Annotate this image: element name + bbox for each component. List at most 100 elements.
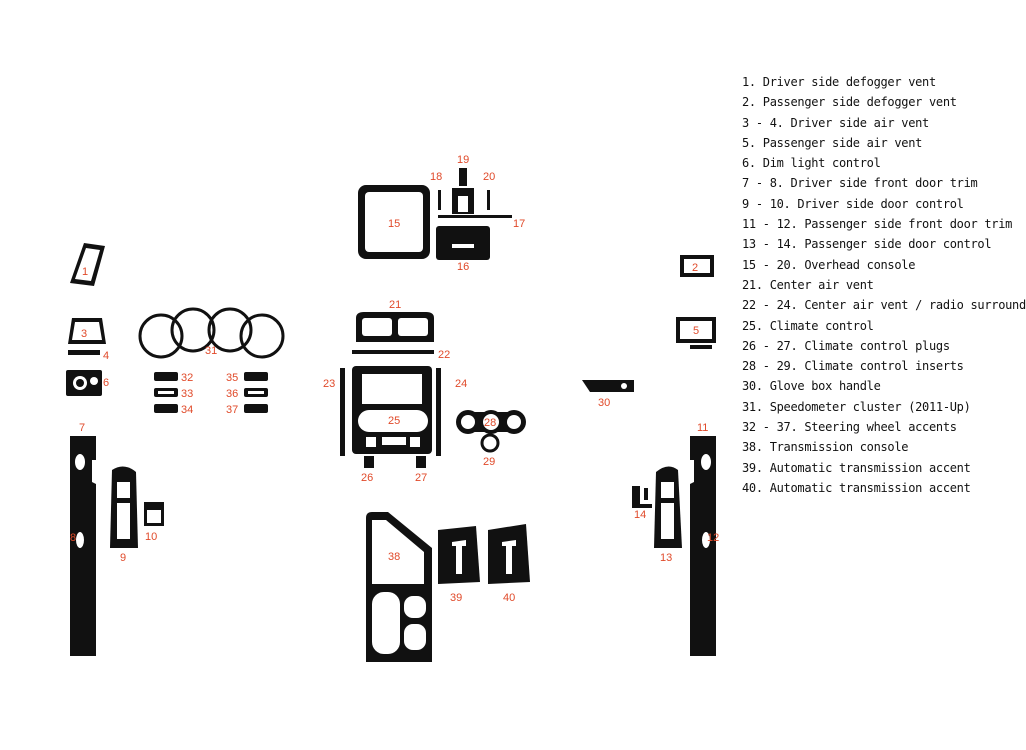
parts-legend: 1. Driver side defogger vent 2. Passenge… [742,72,1026,498]
part-16-overhead-console-lower [436,226,490,260]
part-21-center-air-vent [356,312,434,342]
part-36-steering-accent [244,388,268,397]
part-39-automatic-transmission-accent [438,526,480,584]
callout-31: 31 [205,345,217,357]
part-11-12-passenger-door-trim [690,436,716,656]
part-15-overhead-console [358,185,430,259]
part-13-passenger-door-control [654,466,682,548]
legend-item: 11 - 12. Passenger side front door trim [742,217,1013,232]
legend-item: 31. Speedometer cluster (2011-Up) [742,399,971,414]
legend-item: 40. Automatic transmission accent [742,480,971,495]
legend-item: 21. Center air vent [742,277,874,292]
part-5-passenger-air-vent [676,317,716,349]
part-14-passenger-door-switch [632,486,652,508]
part-32-steering-accent [154,372,178,381]
part-25-climate-control [352,366,432,454]
callout-8: 8 [70,532,76,544]
legend-item: 2. Passenger side defogger vent [742,95,957,110]
part-22-radio-surround-top [352,350,434,354]
part-1-driver-defogger-vent [70,243,105,286]
callout-17: 17 [513,218,525,230]
legend-item: 28 - 29. Climate control inserts [742,359,964,374]
callout-11: 11 [697,422,708,434]
callout-21: 21 [389,299,401,311]
legend-item: 13 - 14. Passenger side door control [742,237,992,252]
callout-18: 18 [430,171,442,183]
legend-item: 1. Driver side defogger vent [742,75,936,89]
legend-item: 30. Glove box handle [742,379,881,394]
callout-numbers: 1 2 3 4 5 6 7 8 9 10 11 12 13 14 15 16 1… [70,154,719,604]
part-38-transmission-console [366,512,432,662]
callout-39: 39 [450,592,462,604]
callout-25: 25 [388,415,400,427]
part-30-glove-box-handle [582,380,634,392]
legend-item: 9 - 10. Driver side door control [742,196,964,211]
legend-item: 5. Passenger side air vent [742,135,923,150]
part-19-overhead-center [452,168,474,214]
callout-3: 3 [81,328,87,340]
callout-28: 28 [484,417,496,429]
callout-34: 34 [181,404,193,416]
callout-24: 24 [455,378,467,390]
part-33-steering-accent [154,388,178,397]
callout-40: 40 [503,592,515,604]
legend-item: 32 - 37. Steering wheel accents [742,420,957,435]
callout-7: 7 [79,422,85,434]
callout-30: 30 [598,397,610,409]
legend-item: 15 - 20. Overhead console [742,257,916,272]
legend-item: 6. Dim light control [742,156,881,171]
callout-37: 37 [226,404,238,416]
callout-10: 10 [145,531,157,543]
part-35-steering-accent [244,372,268,381]
callout-27: 27 [415,472,427,484]
part-17-overhead-strip [438,215,512,218]
callout-35: 35 [226,372,238,384]
legend-item: 26 - 27. Climate control plugs [742,338,950,353]
part-37-steering-accent [244,404,268,413]
trim-kit-diagram: 1 2 3 4 5 6 7 8 9 10 11 12 13 14 15 16 1… [66,154,719,662]
legend-item: 25. Climate control [742,318,874,333]
part-10-door-switch [144,502,164,526]
callout-1: 1 [82,266,88,278]
part-29-climate-insert-ring [480,433,500,453]
part-20-overhead-right-bar [487,190,490,210]
part-18-overhead-left-bar [438,190,441,210]
part-4-air-vent-strip [68,350,100,355]
callout-20: 20 [483,171,495,183]
callout-29: 29 [483,456,495,468]
legend-item: 3 - 4. Driver side air vent [742,115,929,130]
part-28-climate-insert [456,410,526,434]
callout-14: 14 [634,509,646,521]
callout-6: 6 [103,377,109,389]
callout-13: 13 [660,552,672,564]
legend-item: 39. Automatic transmission accent [742,460,971,475]
callout-23: 23 [323,378,335,390]
callout-4: 4 [103,350,109,362]
callout-9: 9 [120,552,126,564]
callout-38: 38 [388,551,400,563]
callout-19: 19 [457,154,469,166]
legend-item: 22 - 24. Center air vent / radio surroun… [742,298,1026,313]
part-40-automatic-transmission-accent [488,524,530,584]
part-24-radio-surround-right [436,368,441,456]
legend-item: 38. Transmission console [742,440,909,455]
callout-32: 32 [181,372,193,384]
callout-12: 12 [707,532,719,544]
part-7-8-driver-door-trim [70,436,96,656]
part-26-climate-plug [364,456,374,468]
part-27-climate-plug [416,456,426,468]
callout-15: 15 [388,218,400,230]
callout-16: 16 [457,261,469,273]
part-34-steering-accent [154,404,178,413]
callout-2: 2 [692,262,698,274]
callout-26: 26 [361,472,373,484]
part-2-passenger-defogger-vent [680,255,714,277]
part-9-driver-door-control [110,466,138,548]
legend-item: 7 - 8. Driver side front door trim [742,176,978,191]
part-23-radio-surround-left [340,368,345,456]
part-31-speedometer-cluster [138,307,285,359]
part-3-driver-air-vent [68,318,106,344]
part-6-dim-light-control [66,370,102,396]
callout-5: 5 [693,325,699,337]
callout-33: 33 [181,388,193,400]
